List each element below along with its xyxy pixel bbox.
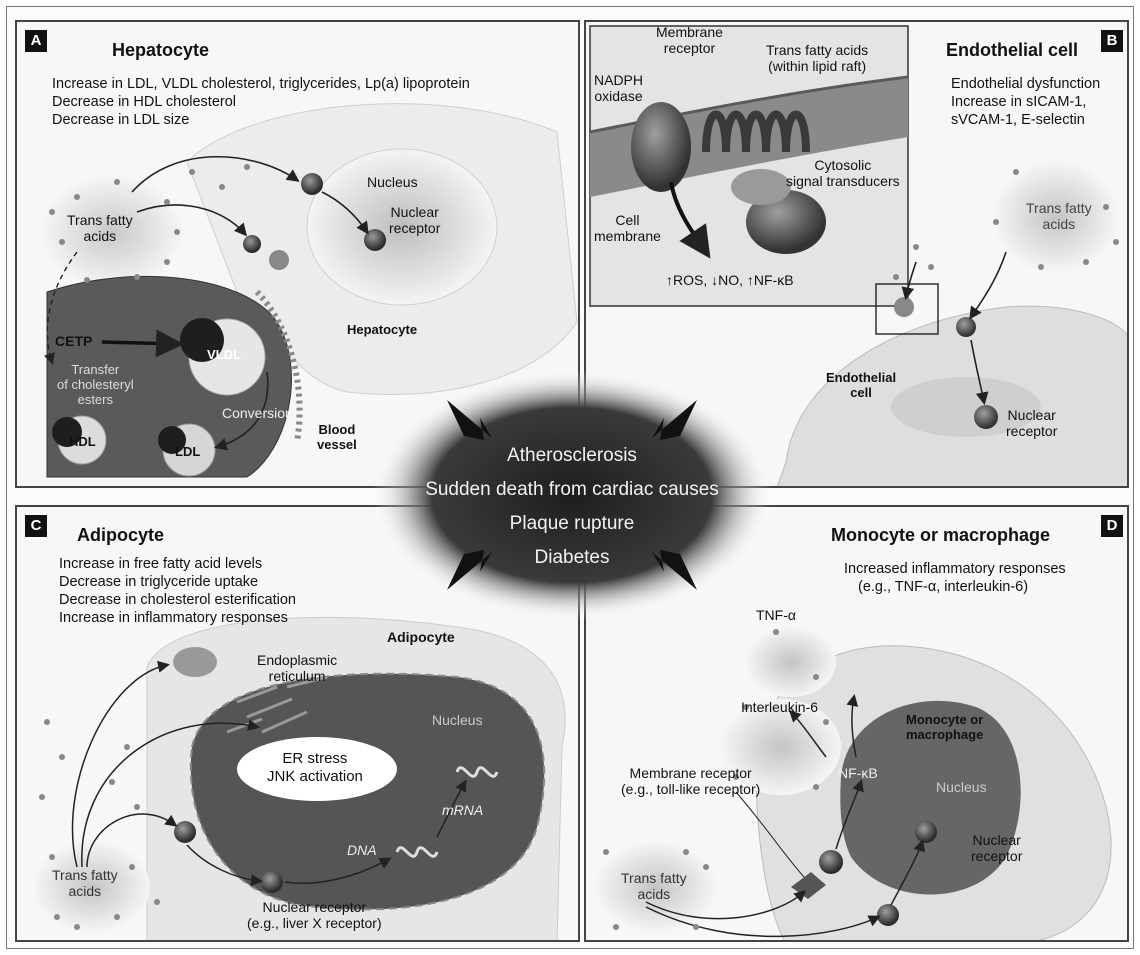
label-cytosolic-transducers: Cytosolic signal transducers <box>786 157 900 189</box>
label-nuclear-receptor: Nuclear receptor <box>1006 407 1057 439</box>
panel-c-effect-2: Decrease in triglyceride uptake <box>59 573 258 591</box>
outcome-plaque-rupture: Plaque rupture <box>372 513 772 535</box>
label-nucleus: Nucleus <box>936 779 987 795</box>
label-nfkb: NF-κB <box>838 765 878 781</box>
label-nuclear-receptor: Nuclear receptor <box>389 204 440 236</box>
label-interleukin-6: Interleukin-6 <box>741 699 818 715</box>
label-membrane-receptor: Membrane receptor <box>656 24 723 56</box>
label-vldl: VLDL <box>207 347 241 362</box>
label-trans-fatty-acids-raft: Trans fatty acids (within lipid raft) <box>766 42 868 74</box>
panel-b-effect-2: Increase in sICAM-1, <box>951 93 1086 111</box>
panel-d-effect-1: Increased inflammatory responses <box>844 560 1066 578</box>
panel-c-title: Adipocyte <box>77 525 164 546</box>
label-trans-fatty-acids: Trans fatty acids <box>1026 200 1092 232</box>
panel-b-effect-3: sVCAM-1, E-selectin <box>951 111 1085 129</box>
label-ros-no-nfkb: ↑ROS, ↓NO, ↑NF-κB <box>666 272 794 288</box>
panel-d-badge: D <box>1101 515 1123 537</box>
label-nucleus: Nucleus <box>432 712 483 728</box>
label-trans-fatty-acids: Trans fatty acids <box>621 870 687 902</box>
label-mrna: mRNA <box>442 802 483 818</box>
label-nadph-oxidase: NADPH oxidase <box>594 72 643 104</box>
label-transfer-esters: Transfer of cholesteryl esters <box>57 362 134 407</box>
label-endoplasmic-reticulum: Endoplasmic reticulum <box>257 652 337 684</box>
panel-a-effect-1: Increase in LDL, VLDL cholesterol, trigl… <box>52 75 470 93</box>
label-hepatocyte: Hepatocyte <box>347 322 417 337</box>
label-cell-membrane: Cell membrane <box>594 212 661 244</box>
panel-c-badge: C <box>25 515 47 537</box>
center-outcomes: Atherosclerosis Sudden death from cardia… <box>372 370 772 620</box>
label-nuclear-receptor: Nuclear receptor <box>971 832 1022 864</box>
outcome-atherosclerosis: Atherosclerosis <box>372 445 772 467</box>
panel-b-badge: B <box>1101 30 1123 52</box>
label-trans-fatty-acids: Trans fatty acids <box>67 212 133 244</box>
panel-d-effect-2: (e.g., TNF-α, interleukin-6) <box>858 578 1028 596</box>
label-blood-vessel: Blood vessel <box>317 422 357 452</box>
panel-c-effect-4: Increase in inflammatory responses <box>59 609 288 627</box>
label-trans-fatty-acids: Trans fatty acids <box>52 867 118 899</box>
panel-b-effect-1: Endothelial dysfunction <box>951 75 1100 93</box>
label-endothelial-cell: Endothelial cell <box>826 370 896 400</box>
label-nucleus: Nucleus <box>367 174 418 190</box>
panel-c-effect-3: Decrease in cholesterol esterification <box>59 591 296 609</box>
panel-a-title: Hepatocyte <box>112 40 209 61</box>
label-nuclear-receptor: Nuclear receptor (e.g., liver X receptor… <box>247 899 382 931</box>
panel-d-title: Monocyte or macrophage <box>831 525 1050 546</box>
outcome-sudden-death: Sudden death from cardiac causes <box>372 479 772 501</box>
panel-a-effect-3: Decrease in LDL size <box>52 111 189 129</box>
label-ldl: LDL <box>175 444 200 459</box>
label-adipocyte: Adipocyte <box>387 630 455 645</box>
label-er-stress: ER stress JNK activation <box>267 750 363 786</box>
label-conversion: Conversion <box>222 405 293 421</box>
label-cetp: CETP <box>55 334 92 349</box>
panel-c-effect-1: Increase in free fatty acid levels <box>59 555 262 573</box>
panel-a-effect-2: Decrease in HDL cholesterol <box>52 93 236 111</box>
label-monocyte-macrophage: Monocyte or macrophage <box>906 712 983 742</box>
outcome-diabetes: Diabetes <box>372 547 772 569</box>
label-membrane-receptor: Membrane receptor (e.g., toll-like recep… <box>621 765 760 797</box>
label-dna: DNA <box>347 842 377 858</box>
panel-b-title: Endothelial cell <box>946 40 1078 61</box>
panel-a-badge: A <box>25 30 47 52</box>
label-hdl: HDL <box>69 434 96 449</box>
